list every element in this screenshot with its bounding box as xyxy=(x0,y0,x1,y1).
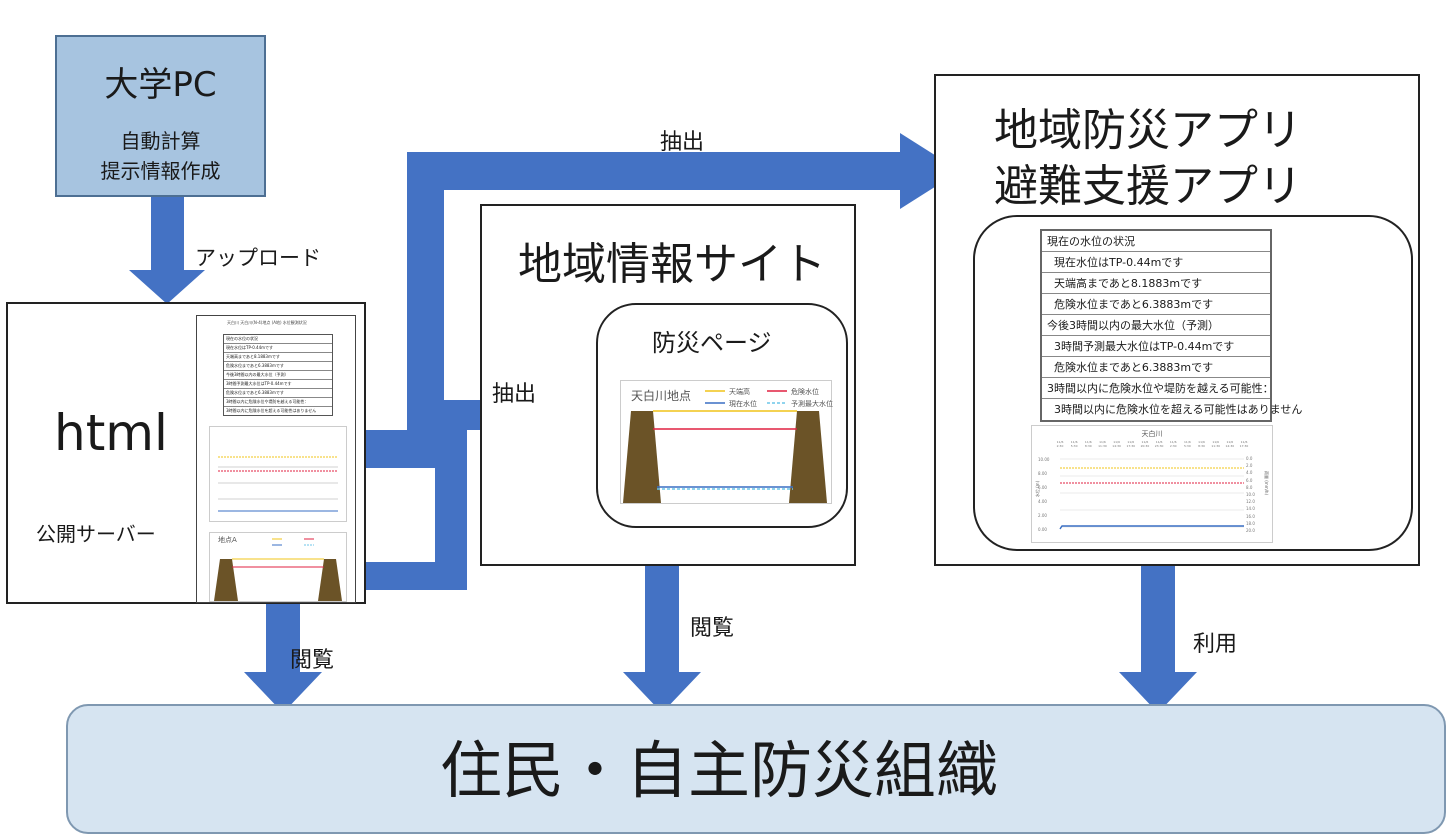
app-row: 3時間予測最大水位はTP-0.44mです xyxy=(1042,336,1270,357)
doc-mini-cross-section: 地点A xyxy=(209,532,347,602)
y2-tick-label: 4.0 xyxy=(1246,470,1253,476)
app-status-table: 現在の水位の状況 現在水位はTP-0.44mです 天端高まであと8.1883mで… xyxy=(1040,229,1303,422)
page-title: 防災ページ xyxy=(652,329,772,357)
app-row: 天端高まであと8.1883mです xyxy=(1042,273,1270,294)
app-row: 3時間以内に危険水位や堤防を越える可能性： xyxy=(1042,378,1274,399)
view-arrow-1 xyxy=(244,598,322,713)
app-chart-title: 天白川 xyxy=(1141,430,1163,438)
x-tick-label: 11/6 11:30 xyxy=(1211,440,1221,448)
doc-mini-chart xyxy=(209,426,347,522)
x-tick-label: 11/6 14:30 xyxy=(1225,440,1235,448)
app-water-level-chart: 天白川 11/6 2:30 11/6 5:30 11/6 8:30 11/6 11:3… xyxy=(1031,425,1273,543)
y2-tick-label: 16.0 xyxy=(1246,513,1255,519)
server-label: 公開サーバー xyxy=(36,518,156,547)
doc-location: 地点A xyxy=(218,536,237,544)
legend-forecast: 予測最大水位 xyxy=(791,400,833,408)
app-row: 危険水位まであと6.3883mです xyxy=(1042,294,1270,315)
extract-top-label: 抽出 xyxy=(660,130,705,155)
app-row: 今後3時間以内の最大水位（予測） xyxy=(1042,315,1270,336)
location-label: 天白川地点 xyxy=(631,389,692,403)
doc-row: 3時間以内に危険水位を超える可能性はありません xyxy=(226,408,317,413)
y-tick-label: 8.00 xyxy=(1038,471,1047,476)
x-tick-label: 11/6 17:30 xyxy=(1126,440,1136,448)
app-row: 現在の水位の状況 xyxy=(1042,231,1270,252)
upload-arrow xyxy=(129,197,205,304)
university-pc-box: 大学PC 自動計算 提示情報作成 xyxy=(55,35,266,197)
site-title: 地域情報サイト xyxy=(518,239,826,290)
extract-arrow-top xyxy=(330,133,960,468)
apps-title-line2: 避難支援アプリ xyxy=(994,161,1302,212)
x-tick-label: 11/6 5:30 xyxy=(1070,440,1078,448)
y-tick-label: 6.00 xyxy=(1038,485,1047,490)
app-row: 3時間以内に危険水位を超える可能性はありません xyxy=(1054,403,1303,416)
y-tick-label: 2.00 xyxy=(1038,513,1047,518)
doc-row: 現在の水位の状況 xyxy=(224,335,332,344)
doc-row: 現在水位はTP-0.44mです xyxy=(224,344,332,353)
view-label-1: 閲覧 xyxy=(290,648,335,673)
y2-tick-label: 20.0 xyxy=(1246,528,1255,533)
x-tick-label: 11/6 20:30 xyxy=(1140,440,1150,448)
html-document-preview: 天白川 天白川(N-4)地点 (A地) 水位観測状況 現在の水位の状況 現在水位… xyxy=(196,315,356,603)
use-arrow xyxy=(1119,535,1197,713)
x-tick-label: 11/6 14:30 xyxy=(1112,440,1121,448)
residents-box xyxy=(66,704,1446,834)
y2-tick-label: 2.0 xyxy=(1246,463,1253,469)
y2-tick-label: 14.0 xyxy=(1246,506,1255,512)
university-title: 大学PC xyxy=(104,65,217,105)
doc-row: 危険水位まであと6.3883mです xyxy=(224,362,332,371)
x-tick-label: 11/6 2:30 xyxy=(1056,440,1064,448)
doc-row: 今後3時間以内の最大水位（予測） xyxy=(224,371,332,380)
legend-current: 現在水位 xyxy=(729,400,757,408)
doc-row: 天端高まであと8.1883mです xyxy=(224,353,332,362)
left-bank xyxy=(623,411,661,503)
y2-tick-label: 12.0 xyxy=(1246,499,1255,505)
app-row: 危険水位まであと6.3883mです xyxy=(1042,357,1270,378)
residents-label: 住民・自主防災組織 xyxy=(440,734,999,807)
html-title: html xyxy=(54,404,168,462)
upload-label: アップロード xyxy=(195,246,321,270)
x-tick-label: 11/6 2:30 xyxy=(1169,440,1177,448)
doc-row: 3時間以内に危険水位や堤防を越える可能性： xyxy=(224,398,332,407)
y2-tick-label: 8.0 xyxy=(1246,484,1253,490)
extract-mid-label: 抽出 xyxy=(492,376,537,408)
legend-danger: 危険水位 xyxy=(791,388,819,396)
x-tick-label: 11/6 11:30 xyxy=(1098,440,1107,448)
doc-header: 天白川 天白川(N-4)地点 (A地) 水位観測状況 xyxy=(227,320,307,325)
x-tick-label: 11/6 5:30 xyxy=(1184,440,1191,448)
right-bank xyxy=(789,411,827,503)
x-tick-label: 11/6 23:30 xyxy=(1154,440,1164,448)
y2-tick-label: 10.0 xyxy=(1246,492,1255,497)
y2-tick-label: 18.0 xyxy=(1246,520,1255,526)
y-tick-label: 0.00 xyxy=(1038,527,1047,532)
doc-row: 危険水位まであと6.3883mです xyxy=(224,389,332,398)
chart-level-line xyxy=(1059,525,1244,530)
y-tick-label: 10.00 xyxy=(1038,457,1050,462)
doc-row: 3時間予測最大水位はTP-0.44mです xyxy=(224,380,332,389)
doc-status-table: 現在の水位の状況 現在水位はTP-0.44mです 天端高まであと8.1883mで… xyxy=(223,334,333,416)
cross-section-panel: 天白川地点 天端高 危険水位 現在水位 予測最大水位 xyxy=(620,380,833,504)
view-arrow-2 xyxy=(623,542,701,713)
y-tick-label: 4.00 xyxy=(1038,499,1047,504)
university-line1: 自動計算 xyxy=(120,129,201,153)
app-row: 現在水位はTP-0.44mです xyxy=(1042,252,1270,273)
use-label: 利用 xyxy=(1193,632,1238,657)
view-label-2: 閲覧 xyxy=(690,616,735,641)
apps-title-line1: 地域防災アプリ xyxy=(994,105,1302,156)
x-tick-label: 11/6 8:30 xyxy=(1084,440,1092,448)
x-tick-label: 11/6 8:30 xyxy=(1198,440,1205,448)
y2-tick-label: 0.0 xyxy=(1246,456,1253,461)
university-line2: 提示情報作成 xyxy=(100,159,221,183)
x-tick-label: 11/6 17:30 xyxy=(1239,440,1249,448)
app-chart-x-ticks: 11/6 2:30 11/6 5:30 11/6 8:30 11/6 11:30 11/… xyxy=(1032,440,1272,452)
y2-tick-label: 6.0 xyxy=(1246,477,1253,483)
legend-crest: 天端高 xyxy=(729,388,750,396)
